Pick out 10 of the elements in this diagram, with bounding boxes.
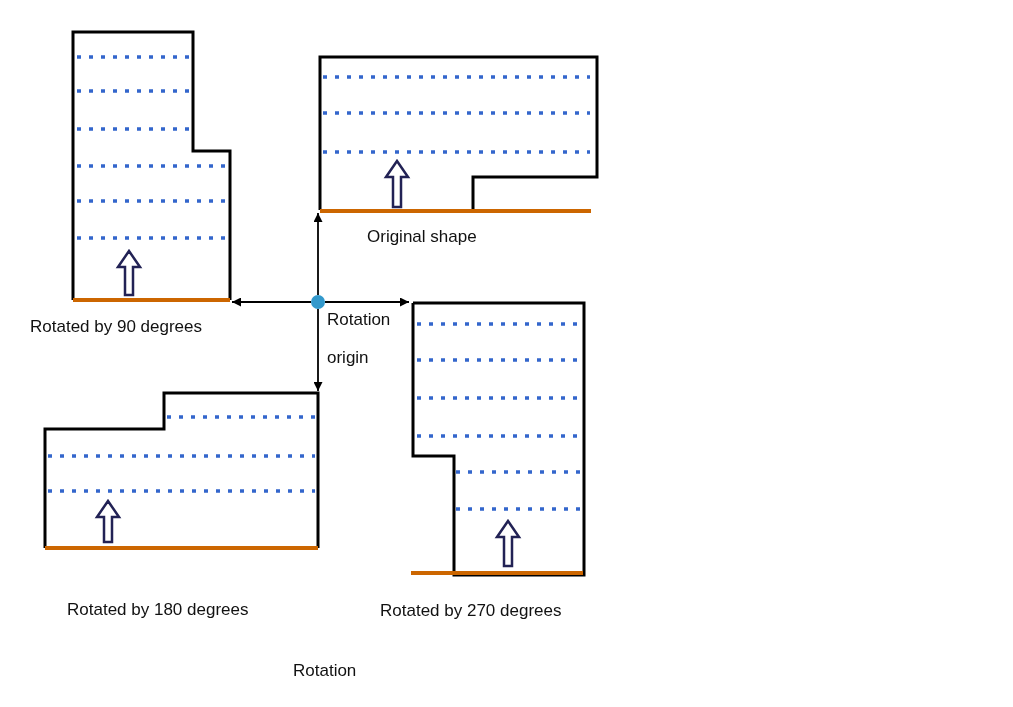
node-label: Rotated by 90 degrees — [30, 317, 202, 337]
arrow — [231, 297, 312, 307]
node-label: Rotation origin — [327, 309, 392, 369]
node-label: Original shape — [367, 227, 477, 247]
node-label: Rotated by 270 degrees — [380, 601, 562, 621]
arrow — [313, 212, 323, 296]
arrow — [313, 308, 323, 392]
node-label: Rotated by 180 degrees — [67, 600, 249, 620]
figure-label: Rotation — [293, 661, 357, 681]
arrow — [324, 297, 410, 307]
